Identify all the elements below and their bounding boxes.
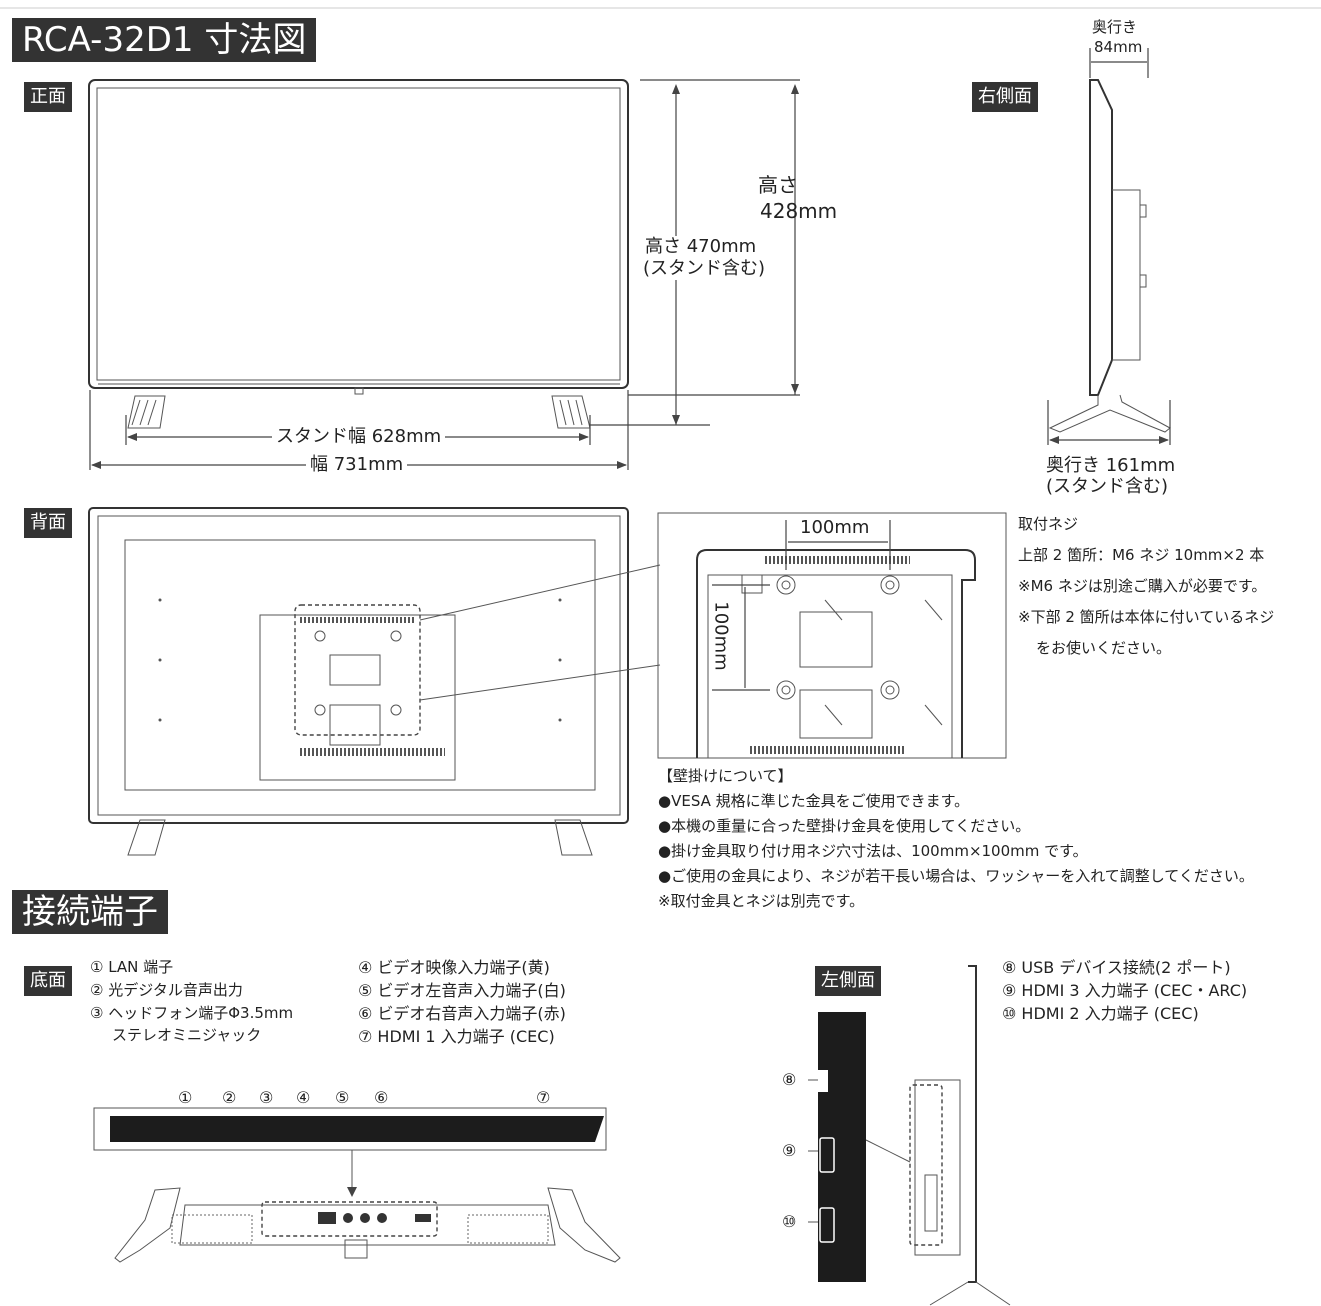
bottom-legend-item: ⑥ ビデオ右音声入力端子(赤) bbox=[358, 1004, 566, 1023]
screws-line-2: ※M6 ネジは別途ご購入が必要です。 bbox=[1018, 577, 1267, 595]
back-tv-outline bbox=[88, 507, 629, 856]
port-number: ⑨ bbox=[782, 1141, 797, 1160]
page-title: RCA-32D1 寸法図 bbox=[12, 18, 317, 62]
connectors-title: 接続端子 bbox=[12, 890, 168, 934]
port-number: ③ bbox=[259, 1088, 274, 1107]
port-number: ⑤ bbox=[335, 1088, 350, 1107]
height-value: 428mm bbox=[760, 199, 838, 223]
vesa-detail bbox=[657, 512, 1007, 759]
height-with-stand-note: (スタンド含む) bbox=[643, 258, 766, 280]
left-legend-item: ⑧ USB デバイス接続(2 ポート) bbox=[1002, 958, 1231, 977]
stand-width-label: スタンド幅 628mm bbox=[272, 426, 446, 448]
wall-mount-note: ●VESA 規格に準じた金具をご使用できます。 bbox=[658, 792, 970, 810]
left-side-tag: 左側面 bbox=[815, 966, 881, 996]
wall-mount-note: ※取付金具とネジは別売です。 bbox=[658, 892, 865, 910]
port-number: ⑦ bbox=[536, 1088, 551, 1107]
depth-value: 84mm bbox=[1094, 38, 1143, 56]
bottom-tag: 底面 bbox=[24, 966, 72, 996]
bottom-legend-item: ② 光デジタル音声出力 bbox=[90, 981, 243, 999]
bottom-connector-panel bbox=[93, 1107, 621, 1263]
wall-mount-note: ●掛け金具取り付け用ネジ穴寸法は、100mm×100mm です。 bbox=[658, 842, 1088, 860]
bottom-legend-item: ③ ヘッドフォン端子Φ3.5mm bbox=[90, 1004, 294, 1022]
right-side-view-tag: 右側面 bbox=[972, 82, 1038, 112]
port-number: ⑥ bbox=[374, 1088, 389, 1107]
width-label: 幅 731mm bbox=[306, 454, 408, 476]
vesa-vertical-label: 100mm bbox=[710, 601, 732, 671]
bottom-legend-item: ⑤ ビデオ左音声入力端子(白) bbox=[358, 981, 566, 1000]
screws-line-3: ※下部 2 箇所は本体に付いているネジ bbox=[1018, 608, 1275, 626]
side-tv-outline bbox=[1048, 79, 1171, 433]
height-with-stand: 高さ 470mm bbox=[645, 236, 757, 258]
front-view-tag: 正面 bbox=[24, 82, 72, 112]
vesa-horizontal-label: 100mm bbox=[800, 517, 870, 539]
port-number: ② bbox=[222, 1088, 237, 1107]
height-label: 高さ bbox=[758, 173, 798, 197]
bottom-legend-item: ⑦ HDMI 1 入力端子 (CEC) bbox=[358, 1027, 555, 1046]
left-legend-item: ⑩ HDMI 2 入力端子 (CEC) bbox=[1002, 1004, 1199, 1023]
back-view-tag: 背面 bbox=[24, 508, 72, 538]
port-number: ⑧ bbox=[782, 1070, 797, 1089]
depth-with-stand: 奥行き 161mm bbox=[1046, 455, 1176, 477]
port-number: ① bbox=[178, 1088, 193, 1107]
bottom-legend-item: ④ ビデオ映像入力端子(黄) bbox=[358, 958, 550, 977]
bottom-legend-item: ① LAN 端子 bbox=[90, 958, 174, 976]
bottom-legend-item: ステレオミニジャック bbox=[112, 1026, 262, 1044]
screws-line-1: 上部 2 箇所：M6 ネジ 10mm×2 本 bbox=[1018, 546, 1265, 564]
front-tv-outline bbox=[88, 79, 629, 429]
left-side-connector-panel bbox=[808, 965, 1011, 1306]
screws-line-4: をお使いください。 bbox=[1036, 639, 1172, 657]
wall-mount-note: ●ご使用の金具により、ネジが若干長い場合は、ワッシャーを入れて調整してください。 bbox=[658, 867, 1254, 885]
depth-with-stand-note: (スタンド含む) bbox=[1046, 476, 1169, 498]
wall-mount-title: 【壁掛けについて】 bbox=[658, 767, 793, 785]
depth-label: 奥行き bbox=[1092, 18, 1138, 36]
port-number: ⑩ bbox=[782, 1212, 797, 1231]
left-legend-item: ⑨ HDMI 3 入力端子 (CEC・ARC) bbox=[1002, 981, 1248, 1000]
screws-title: 取付ネジ bbox=[1018, 515, 1079, 533]
port-number: ④ bbox=[296, 1088, 311, 1107]
wall-mount-note: ●本機の重量に合った壁掛け金具を使用してください。 bbox=[658, 817, 1031, 835]
